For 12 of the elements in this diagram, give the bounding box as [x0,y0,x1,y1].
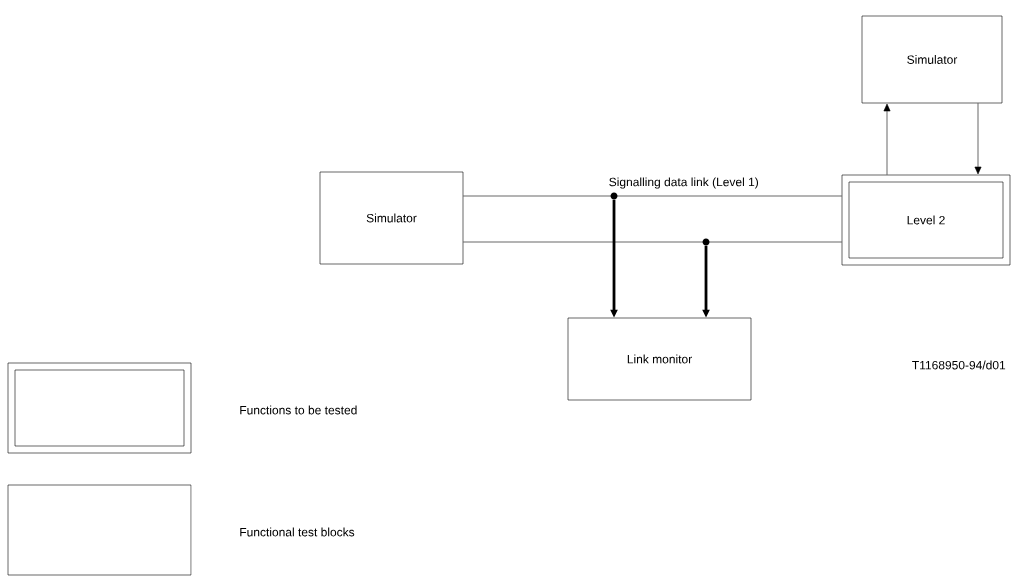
arrow [883,103,891,175]
process-box: Simulator [319,171,464,265]
double-border-box: Level 2 [841,174,1011,266]
connector-line [463,241,842,243]
edge-label: Signalling data link (Level 1) [609,177,758,189]
connector-line [463,195,842,197]
process-box: Link monitor [567,317,752,401]
figure-code: T1168950-94/d01 [912,360,1006,370]
legend-entry: Functional test blocks [7,484,355,576]
arrow [974,103,982,175]
process-box: Simulator [861,15,1003,104]
legend-entry: Functions to be tested [7,362,357,454]
